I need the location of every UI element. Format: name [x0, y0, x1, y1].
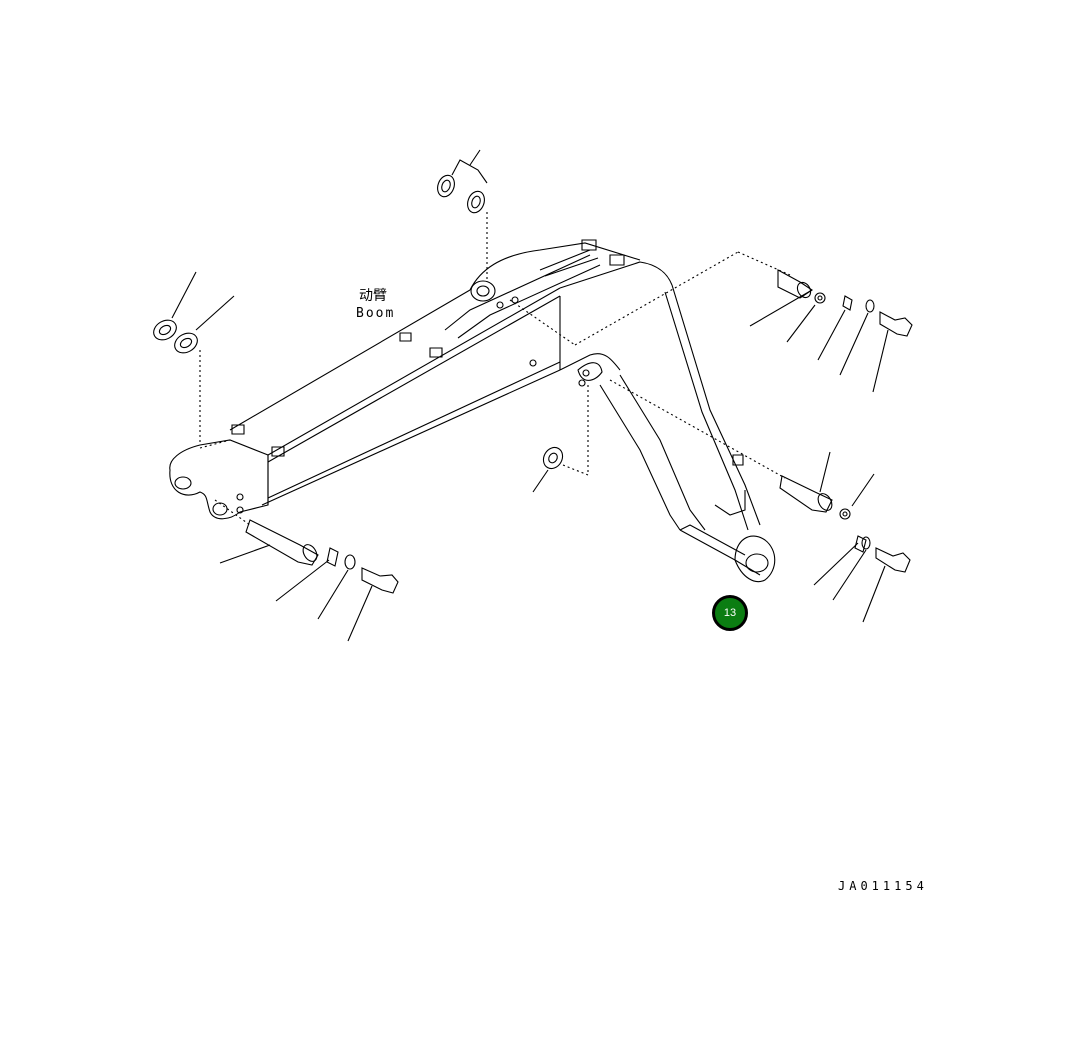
shim-group-top: [435, 150, 488, 215]
label-english: Boom: [356, 306, 396, 321]
washer-mid: [533, 444, 566, 492]
boom-body: [170, 240, 775, 582]
shim-group-left: [150, 272, 234, 357]
pin-assembly-mid-right: [780, 452, 910, 622]
label-chinese: 动臂: [359, 288, 387, 304]
pin-assembly-top-right: [750, 270, 912, 392]
drawing-code: JA011154: [838, 879, 928, 893]
guide-lines: [200, 212, 790, 525]
callout-badge[interactable]: 13: [712, 595, 748, 631]
pin-assembly-bottom-left: [220, 520, 398, 641]
